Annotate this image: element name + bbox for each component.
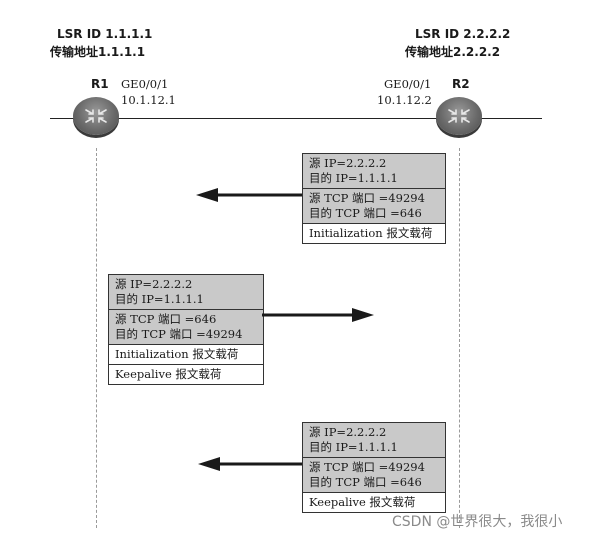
- packet-1: 源 IP=2.2.2.2 目的 IP=1.1.1.1 源 TCP 端口 =492…: [302, 153, 446, 244]
- packet-3-payload-label: Keepalive 报文载荷: [309, 495, 416, 509]
- packet-3-tcp-header: 源 TCP 端口 =49294 目的 TCP 端口 =646: [303, 458, 445, 493]
- r1-timeline: [96, 148, 97, 528]
- packet-1-payload-label: Initialization 报文载荷: [309, 226, 433, 240]
- packet-3-dst-ip: 目的 IP=1.1.1.1: [309, 440, 398, 454]
- r2-port: GE0/0/1: [384, 77, 432, 91]
- r2-timeline: [459, 148, 460, 528]
- packet-2: 源 IP=2.2.2.2 目的 IP=1.1.1.1 源 TCP 端口 =646…: [108, 274, 264, 385]
- packet-2-payload-2: Keepalive 报文载荷: [109, 365, 263, 384]
- packet-2-dst-port: 目的 TCP 端口 =49294: [115, 327, 243, 341]
- packet-3-src-port: 源 TCP 端口 =49294: [309, 460, 425, 474]
- packet-3-payload: Keepalive 报文载荷: [303, 493, 445, 512]
- packet-1-src-port: 源 TCP 端口 =49294: [309, 191, 425, 205]
- packet-2-payload-1-label: Initialization 报文载荷: [115, 347, 239, 361]
- r1-name: R1: [91, 77, 109, 91]
- packet-2-payload-1: Initialization 报文载荷: [109, 345, 263, 365]
- arrow-left-3: [198, 457, 308, 471]
- packet-1-payload: Initialization 报文载荷: [303, 224, 445, 243]
- packet-3-src-ip: 源 IP=2.2.2.2: [309, 425, 387, 439]
- packet-2-dst-ip: 目的 IP=1.1.1.1: [115, 292, 204, 306]
- packet-2-src-port: 源 TCP 端口 =646: [115, 312, 217, 326]
- r2-name: R2: [452, 77, 470, 91]
- packet-1-dst-ip: 目的 IP=1.1.1.1: [309, 171, 398, 185]
- packet-1-ip-header: 源 IP=2.2.2.2 目的 IP=1.1.1.1: [303, 154, 445, 189]
- packet-2-payload-2-label: Keepalive 报文载荷: [115, 367, 222, 381]
- packet-1-tcp-header: 源 TCP 端口 =49294 目的 TCP 端口 =646: [303, 189, 445, 224]
- r2-transport-address: 传输地址2.2.2.2: [405, 45, 501, 59]
- packet-3-ip-header: 源 IP=2.2.2.2 目的 IP=1.1.1.1: [303, 423, 445, 458]
- r1-router-icon: [73, 97, 119, 135]
- r2-lsr-id: LSR ID 2.2.2.2: [415, 27, 511, 41]
- packet-3: 源 IP=2.2.2.2 目的 IP=1.1.1.1 源 TCP 端口 =492…: [302, 422, 446, 513]
- arrow-left-1: [196, 188, 308, 202]
- r1-transport-address: 传输地址1.1.1.1: [50, 45, 146, 59]
- packet-2-tcp-header: 源 TCP 端口 =646 目的 TCP 端口 =49294: [109, 310, 263, 345]
- r1-lsr-id: LSR ID 1.1.1.1: [57, 27, 153, 41]
- packet-1-src-ip: 源 IP=2.2.2.2: [309, 156, 387, 170]
- packet-2-ip-header: 源 IP=2.2.2.2 目的 IP=1.1.1.1: [109, 275, 263, 310]
- link-line: [50, 118, 542, 119]
- packet-1-dst-port: 目的 TCP 端口 =646: [309, 206, 422, 220]
- packet-3-dst-port: 目的 TCP 端口 =646: [309, 475, 422, 489]
- arrow-right-2: [262, 308, 374, 322]
- r1-ip: 10.1.12.1: [121, 93, 176, 107]
- packet-2-src-ip: 源 IP=2.2.2.2: [115, 277, 193, 291]
- watermark: CSDN @世界很大，我很小: [392, 514, 563, 530]
- r2-router-icon: [436, 97, 482, 135]
- r2-ip: 10.1.12.2: [377, 93, 432, 107]
- r1-port: GE0/0/1: [121, 77, 169, 91]
